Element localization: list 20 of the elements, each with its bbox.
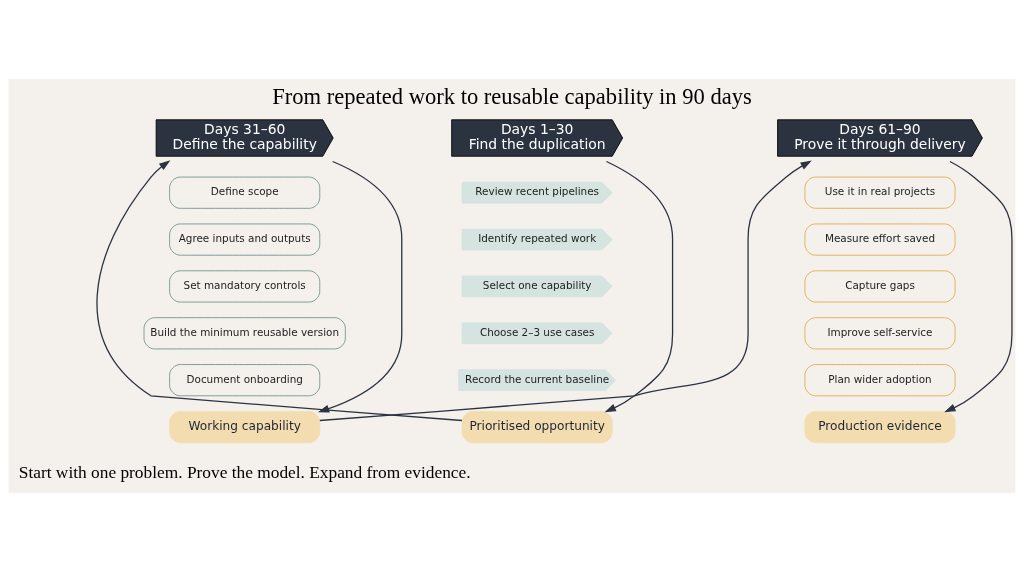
node-box: Set mandatory controls	[169, 270, 321, 303]
node-box: Define scope	[169, 176, 321, 209]
node-box: Capture gaps	[804, 270, 956, 303]
arrow	[96, 160, 463, 422]
arrow	[317, 160, 403, 413]
node-box: Document onboarding	[169, 364, 321, 397]
node-box: Build the minimum reusable version	[143, 317, 346, 350]
arrow	[319, 160, 812, 422]
node-box: Plan wider adoption	[804, 364, 956, 397]
arrow	[604, 160, 674, 413]
node-box: Production evidence	[804, 411, 956, 444]
node-box: Improve self-service	[804, 317, 956, 350]
node-box: Measure effort saved	[804, 223, 956, 256]
node-box: Prioritised opportunity	[461, 411, 613, 444]
caption: Start with one problem. Prove the model. Expand from evidence.	[18, 463, 471, 483]
node-box: Use it in real projects	[804, 176, 956, 209]
node-box: Agree inputs and outputs	[169, 223, 321, 256]
diagram-title: From repeated work to reusable capability in 90 days	[272, 84, 752, 109]
node-box: Working capability	[169, 411, 321, 444]
arrow	[944, 160, 1013, 413]
